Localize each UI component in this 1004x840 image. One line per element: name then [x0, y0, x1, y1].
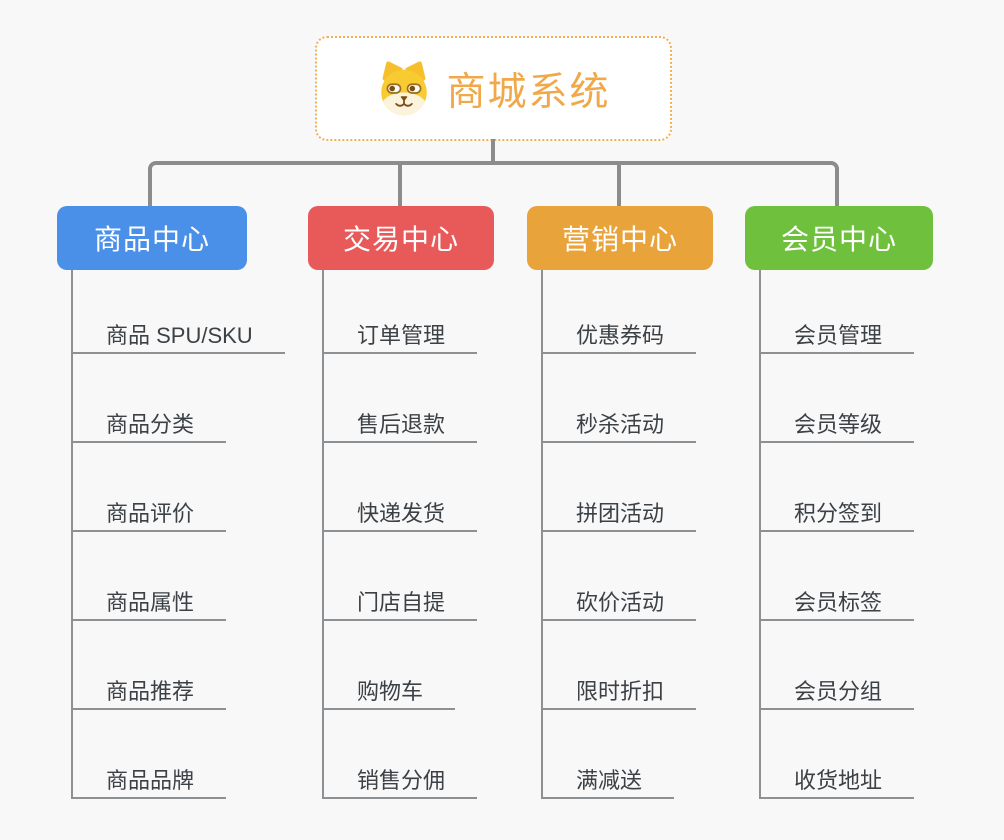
- child-column-products: 商品 SPU/SKU 商品分类商品评价商品属性商品推荐商品品牌: [71, 270, 285, 799]
- branch-node-products[interactable]: 商品中心: [57, 206, 247, 270]
- branch-node-label: 商品中心: [93, 224, 210, 255]
- child-topic[interactable]: 售后退款: [324, 409, 478, 443]
- child-topic[interactable]: 商品评价: [73, 498, 227, 532]
- child-column-members: 会员管理会员等级积分签到会员标签会员分组收货地址: [759, 270, 915, 799]
- child-topic[interactable]: 会员分组: [761, 676, 915, 710]
- connector-root-stem: [491, 139, 495, 163]
- connector-drop-branch-3: [617, 165, 621, 206]
- child-topic[interactable]: 拼团活动: [543, 498, 697, 532]
- branch-node-label: 会员中心: [780, 224, 897, 255]
- child-topic[interactable]: 门店自提: [324, 587, 478, 621]
- branch-node-label: 交易中心: [342, 224, 459, 255]
- child-topic[interactable]: 销售分佣: [324, 765, 478, 799]
- child-topic[interactable]: 限时折扣: [543, 676, 697, 710]
- child-topic[interactable]: 会员等级: [761, 409, 915, 443]
- child-topic[interactable]: 优惠券码: [543, 320, 697, 354]
- child-topic[interactable]: 商品 SPU/SKU: [73, 320, 285, 354]
- branch-node-members[interactable]: 会员中心: [745, 206, 933, 270]
- child-column-trade: 订单管理售后退款快递发货门店自提购物车销售分佣: [322, 270, 478, 799]
- child-topic[interactable]: 砍价活动: [543, 587, 697, 621]
- connector-bus: [148, 161, 839, 206]
- connector-drop-branch-2: [398, 165, 402, 206]
- child-topic[interactable]: 快递发货: [324, 498, 478, 532]
- child-topic[interactable]: 积分签到: [761, 498, 915, 532]
- child-topic[interactable]: 商品品牌: [73, 765, 227, 799]
- child-topic[interactable]: 秒杀活动: [543, 409, 697, 443]
- child-topic[interactable]: 商品推荐: [73, 676, 227, 710]
- child-topic[interactable]: 商品属性: [73, 587, 227, 621]
- branch-node-trade[interactable]: 交易中心: [308, 206, 494, 270]
- root-topic-label: 商城系统: [446, 70, 611, 114]
- root-topic[interactable]: 商城系统: [315, 36, 672, 141]
- branch-node-marketing[interactable]: 营销中心: [527, 206, 713, 270]
- child-topic[interactable]: 商品分类: [73, 409, 227, 443]
- child-topic[interactable]: 满减送: [543, 765, 675, 799]
- branch-node-label: 营销中心: [561, 224, 678, 255]
- child-column-marketing: 优惠券码秒杀活动拼团活动砍价活动限时折扣满减送: [541, 270, 697, 799]
- child-topic[interactable]: 收货地址: [761, 765, 915, 799]
- child-topic[interactable]: 购物车: [324, 676, 456, 710]
- dog-face-icon: [381, 60, 428, 115]
- child-topic[interactable]: 会员管理: [761, 320, 915, 354]
- child-topic[interactable]: 会员标签: [761, 587, 915, 621]
- child-topic[interactable]: 订单管理: [324, 320, 478, 354]
